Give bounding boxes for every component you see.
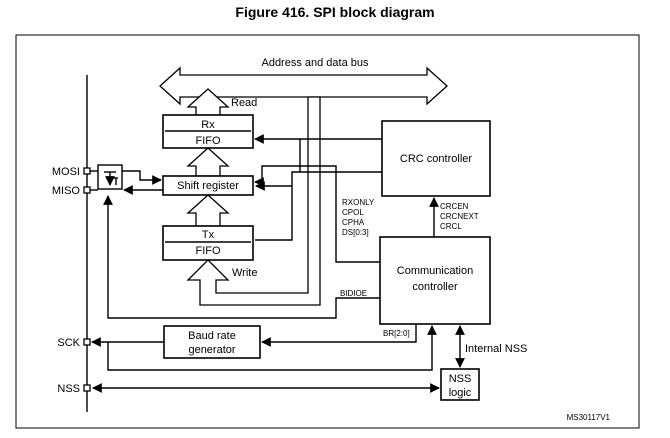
- comm-ctrl-to-shift-arrow: [254, 165, 380, 263]
- rx-fifo-label-1: Rx: [201, 119, 215, 131]
- address-data-bus-arrow: [159, 66, 448, 106]
- shift-register-block: Shift register: [162, 175, 254, 196]
- crc-signal-crcnext: CRCNEXT: [440, 212, 479, 221]
- crc-controller-label: CRC controller: [400, 153, 472, 165]
- crc-controller-block: CRC controller: [381, 120, 491, 197]
- mosi-pin: [83, 167, 91, 175]
- nss-pin: [83, 384, 91, 392]
- read-arrow: [186, 88, 230, 116]
- miso-pin-label: MISO: [52, 185, 81, 197]
- miso-pin: [83, 186, 91, 194]
- tx-to-shift-arrow: [186, 194, 230, 227]
- comm-controller-label-1: Communication: [397, 265, 473, 277]
- crc-to-tx-line: [255, 171, 382, 241]
- rx-fifo-block: Rx FIFO: [162, 114, 254, 149]
- crc-signal-crcen: CRCEN: [440, 202, 469, 211]
- tx-fifo-label-2: FIFO: [195, 245, 220, 257]
- figure-code: MS30117V1: [567, 413, 611, 422]
- br-line: [261, 324, 417, 347]
- br-label: BR[2:0]: [383, 329, 410, 338]
- mosi-to-shift-arrow: [122, 170, 162, 185]
- write-path-arrow: [186, 96, 321, 306]
- communication-controller-block: Communication controller: [379, 236, 491, 325]
- ctrl-signal-rxonly: RXONLY: [342, 198, 375, 207]
- shift-to-rx-arrow: [186, 147, 230, 177]
- comm-controller-label-2: controller: [412, 281, 458, 293]
- sck-to-comm-arrow: [107, 325, 437, 371]
- diagram-frame: [15, 34, 640, 429]
- io-switch-block: [97, 164, 123, 190]
- nss-logic-label-2: logic: [449, 387, 472, 399]
- baud-rate-generator-block: Baud rate generator: [163, 325, 261, 359]
- nss-logic-label-1: NSS: [449, 373, 472, 385]
- baud-rate-label-2: generator: [188, 344, 235, 356]
- shift-register-label: Shift register: [177, 180, 239, 192]
- write-label: Write: [232, 267, 257, 279]
- nss-logic-block: NSS logic: [440, 368, 480, 401]
- ctrl-signal-cpha: CPHA: [342, 218, 365, 227]
- crc-signal-crcl: CRCL: [440, 222, 462, 231]
- bus-label: Address and data bus: [261, 57, 369, 69]
- internal-nss-label: Internal NSS: [465, 343, 527, 355]
- ctrl-signal-ds: DS[0:3]: [342, 228, 369, 237]
- sck-pin: [83, 338, 91, 346]
- bidioe-line: [103, 195, 380, 319]
- nss-pin-label: NSS: [57, 383, 80, 395]
- rx-fifo-label-2: FIFO: [195, 135, 220, 147]
- read-label: Read: [231, 97, 257, 109]
- sck-pin-label: SCK: [57, 337, 80, 349]
- figure-title: Figure 416. SPI block diagram: [235, 4, 435, 20]
- baud-rate-label-1: Baud rate: [188, 330, 236, 342]
- tx-fifo-label-1: Tx: [202, 229, 215, 241]
- bidioe-label: BIDIOE: [340, 289, 367, 298]
- mosi-pin-label: MOSI: [52, 166, 80, 178]
- ctrl-signal-cpol: CPOL: [342, 208, 364, 217]
- tx-fifo-block: Tx FIFO: [162, 225, 254, 261]
